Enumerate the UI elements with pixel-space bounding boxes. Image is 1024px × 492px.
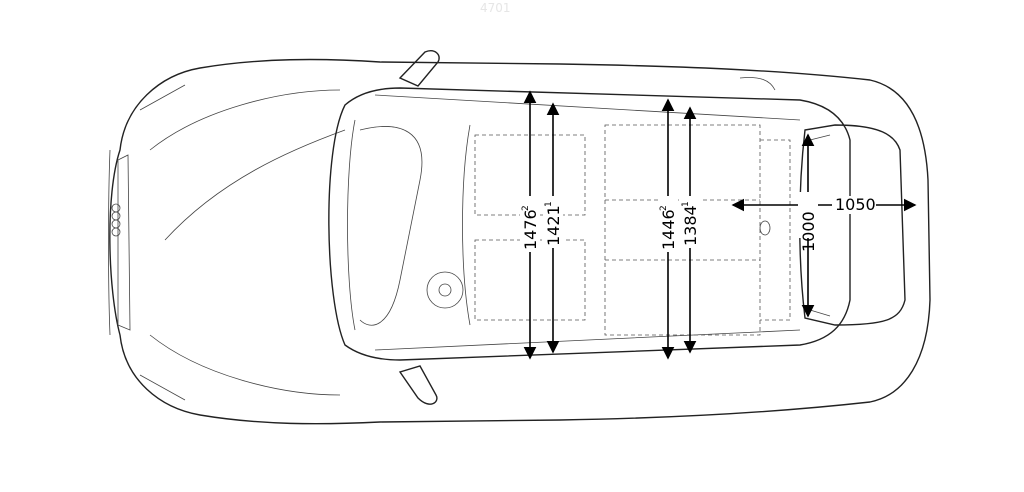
fuel-cap	[759, 220, 771, 236]
right-mirror	[398, 365, 438, 405]
dim-note: 2	[521, 205, 531, 211]
grille	[117, 154, 131, 331]
overall-length-label: 4701	[480, 1, 511, 15]
left-mirror	[398, 50, 440, 87]
dim-label-1421: 1421	[544, 205, 563, 246]
headlights	[139, 84, 186, 401]
dim-label-1000: 1000	[799, 211, 818, 252]
dim-label-1446: 1446	[659, 209, 678, 250]
car-body-outline	[109, 58, 931, 425]
steering-wheel	[426, 271, 464, 309]
dashboard	[359, 126, 423, 326]
dim-note: 1	[544, 201, 554, 207]
hood-lines	[149, 89, 341, 396]
roof-rails	[374, 94, 801, 351]
dim-label-1050: 1050	[835, 195, 876, 214]
front-grille-edge	[108, 149, 111, 336]
windshield	[347, 119, 471, 331]
hood-crease	[164, 129, 346, 241]
dim-label-1384: 1384	[681, 205, 700, 246]
rear-spoiler	[739, 77, 776, 91]
logo-rings	[111, 203, 121, 237]
dim-label-1476: 1476	[521, 209, 540, 250]
dim-note: 2	[659, 205, 669, 211]
dim-note: 1	[681, 201, 691, 207]
cabin-outline	[328, 87, 851, 361]
